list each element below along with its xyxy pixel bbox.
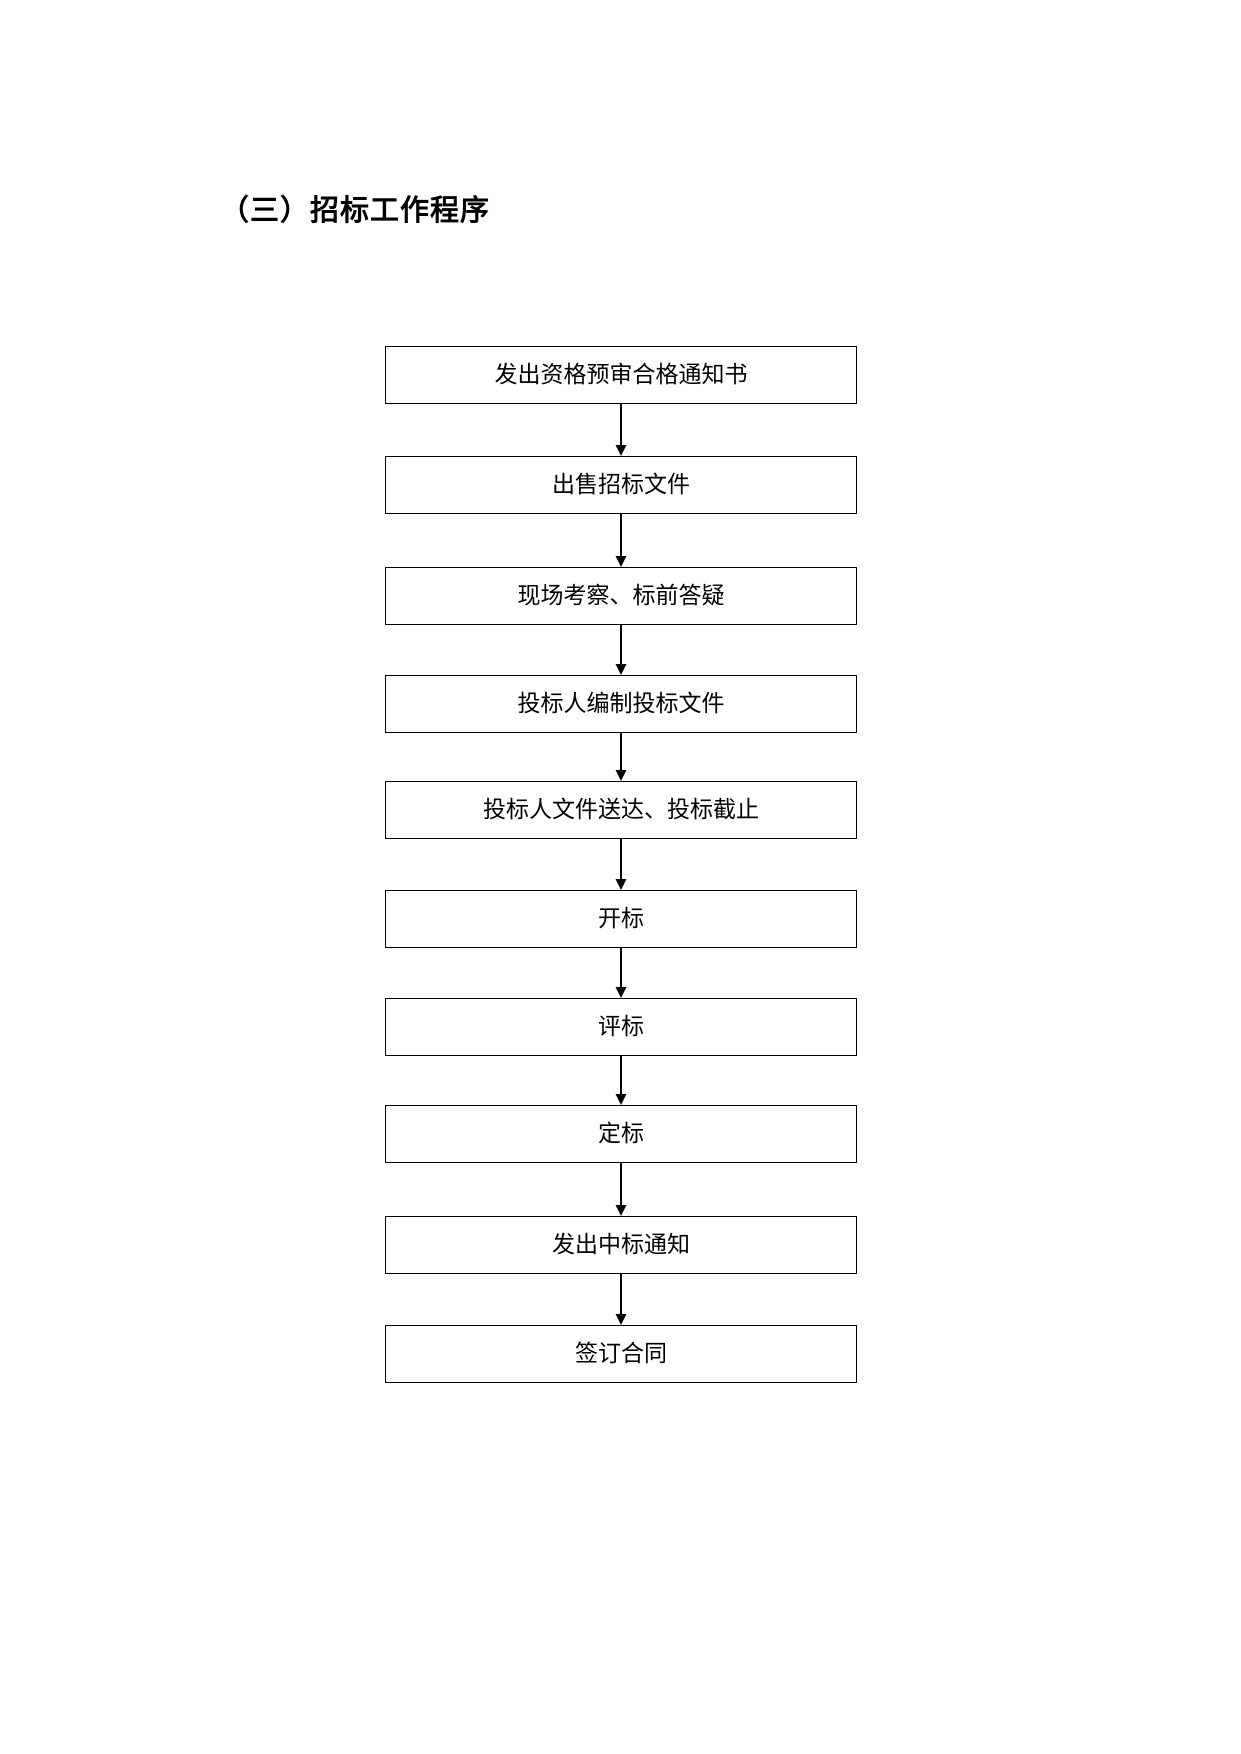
arrow-down-icon — [615, 770, 627, 781]
section-title: （三）招标工作程序 — [220, 193, 491, 227]
flow-step-2: 出售招标文件 — [385, 456, 857, 514]
flow-step-label: 投标人编制投标文件 — [517, 690, 725, 717]
flow-step-label: 评标 — [598, 1013, 644, 1040]
flow-step-4: 投标人编制投标文件 — [385, 675, 857, 733]
arrow-down-icon — [615, 1314, 627, 1325]
arrow-down-icon — [615, 664, 627, 675]
arrow-down-icon — [615, 987, 627, 998]
arrow-down-icon — [615, 556, 627, 567]
flow-step-5: 投标人文件送达、投标截止 — [385, 781, 857, 839]
flow-step-label: 出售招标文件 — [552, 471, 690, 498]
flow-step-label: 签订合同 — [575, 1340, 667, 1367]
arrow-down-icon — [615, 445, 627, 456]
flow-step-10: 签订合同 — [385, 1325, 857, 1383]
flow-step-8: 定标 — [385, 1105, 857, 1163]
flow-step-9: 发出中标通知 — [385, 1216, 857, 1274]
flow-step-6: 开标 — [385, 890, 857, 948]
arrow-down-icon — [615, 1094, 627, 1105]
flow-step-label: 现场考察、标前答疑 — [517, 582, 725, 609]
flow-step-label: 发出中标通知 — [552, 1231, 690, 1258]
flow-step-7: 评标 — [385, 998, 857, 1056]
arrow-down-icon — [615, 879, 627, 890]
flow-step-1: 发出资格预审合格通知书 — [385, 346, 857, 404]
flow-step-label: 发出资格预审合格通知书 — [494, 361, 748, 388]
flow-step-label: 投标人文件送达、投标截止 — [483, 796, 759, 823]
arrow-down-icon — [615, 1205, 627, 1216]
flow-step-3: 现场考察、标前答疑 — [385, 567, 857, 625]
flow-step-label: 开标 — [598, 905, 644, 932]
flow-step-label: 定标 — [598, 1120, 644, 1147]
